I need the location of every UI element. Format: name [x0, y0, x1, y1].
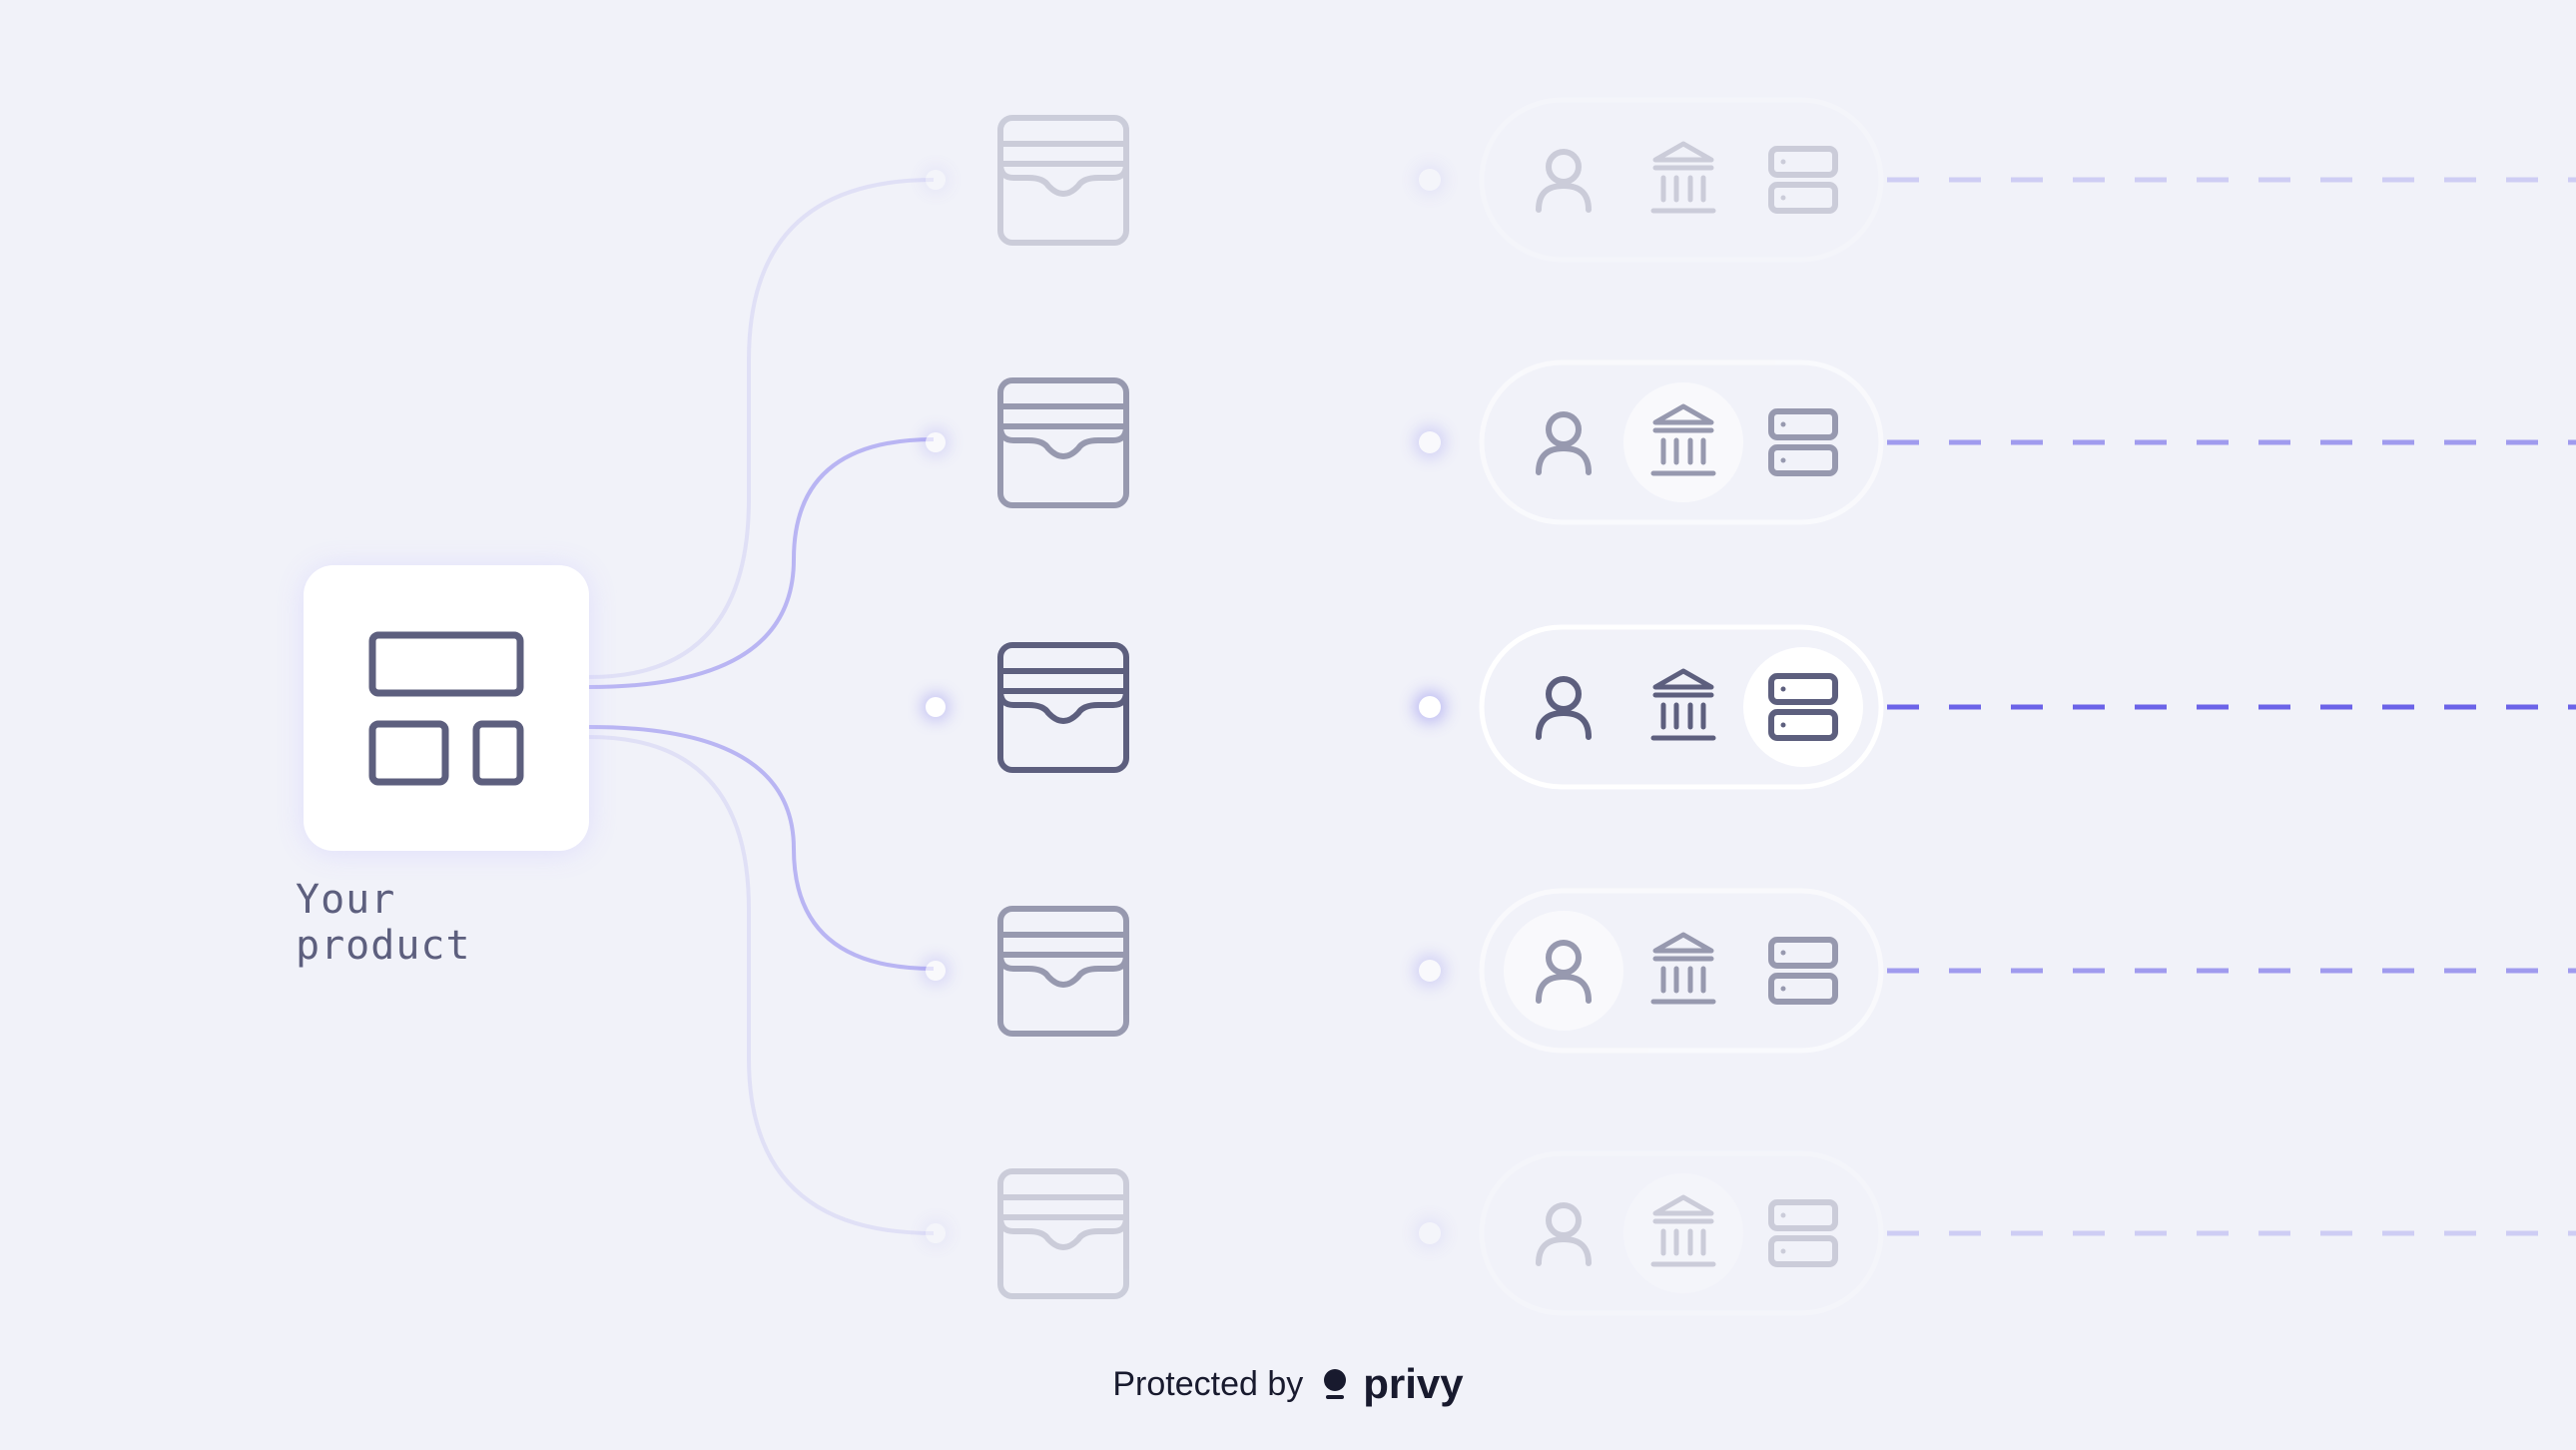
- server-icon[interactable]: [1768, 1199, 1838, 1267]
- bank-icon[interactable]: [1650, 403, 1716, 476]
- bank-icon[interactable]: [1650, 668, 1716, 741]
- bank-icon[interactable]: [1650, 1194, 1716, 1267]
- connector-node: [926, 961, 946, 981]
- wallet-icon[interactable]: [997, 642, 1129, 773]
- connector-node: [926, 1223, 946, 1243]
- selected-method-highlight: [1743, 647, 1863, 767]
- connector-lines: [588, 178, 935, 1235]
- connector-5: [588, 735, 935, 1235]
- protected-by-text: Protected by: [1112, 1364, 1304, 1403]
- server-icon[interactable]: [1768, 937, 1838, 1005]
- auth-node: [1419, 169, 1441, 191]
- privy-brand[interactable]: privy: [1363, 1360, 1464, 1407]
- bank-icon[interactable]: [1650, 141, 1716, 214]
- wallet-icon[interactable]: [997, 377, 1129, 508]
- user-icon[interactable]: [1536, 676, 1592, 740]
- connector-1: [588, 178, 935, 679]
- footer: Protected by privy: [0, 1354, 2576, 1414]
- connector-node: [926, 432, 946, 452]
- selected-method-highlight: [1623, 382, 1743, 502]
- wallet-row-3: [922, 624, 2576, 790]
- dashboard-layout-icon: [368, 631, 524, 786]
- user-icon[interactable]: [1536, 1202, 1592, 1266]
- privy-logo-icon: [1324, 1369, 1347, 1399]
- wallet-icon[interactable]: [997, 115, 1129, 246]
- node-glow: [922, 166, 950, 194]
- node-glow: [1414, 1217, 1446, 1249]
- auth-methods-pill: [1479, 97, 1884, 263]
- connector-4: [588, 725, 935, 971]
- server-icon[interactable]: [1768, 408, 1838, 476]
- wallet-row-2: [922, 360, 2576, 525]
- product-card[interactable]: [304, 565, 589, 853]
- selected-method-highlight: [1623, 1173, 1743, 1293]
- wallet-icon[interactable]: [997, 1168, 1129, 1299]
- node-glow: [922, 1219, 950, 1247]
- auth-methods-pill: [1479, 624, 1884, 790]
- product-label: Your product: [296, 877, 471, 969]
- user-icon[interactable]: [1536, 411, 1592, 475]
- auth-node: [1419, 696, 1441, 718]
- auth-methods-pill: [1479, 888, 1884, 1054]
- auth-methods-pill: [1479, 1150, 1884, 1316]
- bank-icon[interactable]: [1650, 932, 1716, 1005]
- node-glow: [1414, 164, 1446, 196]
- auth-node: [1419, 1222, 1441, 1244]
- wallet-row-4: [922, 888, 2576, 1054]
- connector-node: [926, 170, 946, 190]
- auth-node: [1419, 960, 1441, 982]
- connector-node: [926, 697, 946, 717]
- connector-2: [588, 437, 935, 689]
- user-icon[interactable]: [1536, 149, 1592, 213]
- wallet-row-5: [922, 1150, 2576, 1316]
- wallet-icon[interactable]: [997, 906, 1129, 1037]
- wallet-row-1: [922, 97, 2576, 263]
- auth-node: [1419, 431, 1441, 453]
- auth-methods-pill: [1479, 360, 1884, 525]
- server-icon[interactable]: [1768, 673, 1838, 741]
- user-icon[interactable]: [1536, 940, 1592, 1004]
- server-icon[interactable]: [1768, 146, 1838, 214]
